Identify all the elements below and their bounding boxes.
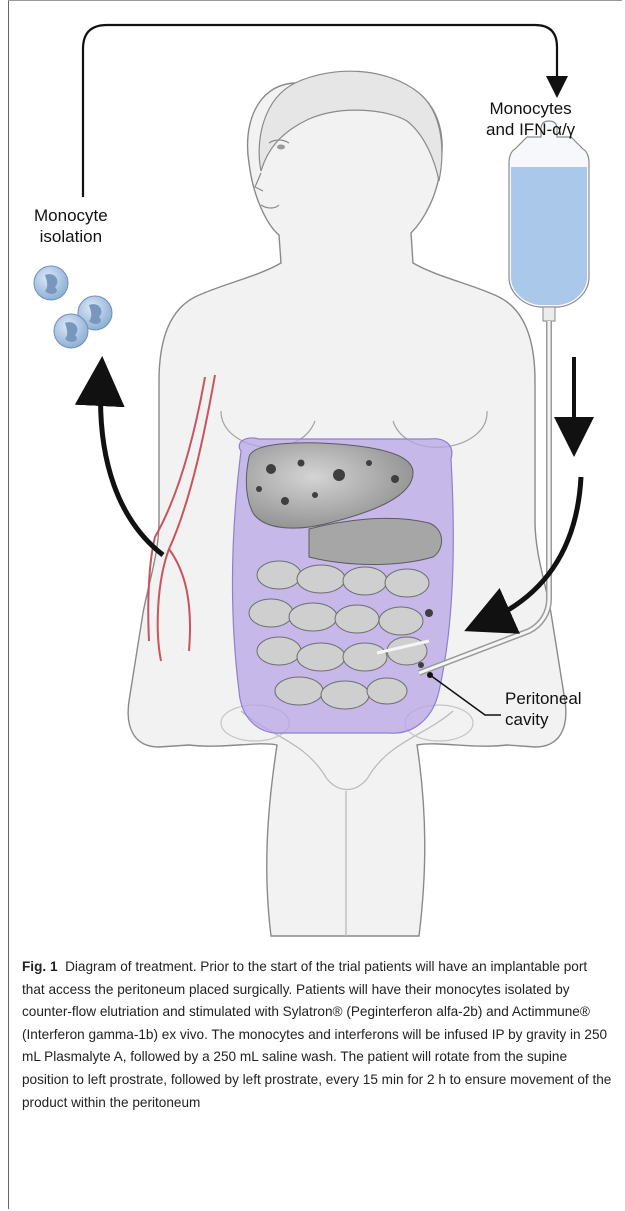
peritoneal-cavity-label: Peritoneal cavity [505, 688, 582, 730]
flow-arrow-icon [101, 381, 163, 555]
caption-text: Diagram of treatment. Prior to the start… [22, 959, 611, 1110]
treatment-illustration [9, 1, 621, 946]
monocytes-ifn-line-1: Monocytes [486, 98, 575, 119]
monocyte-isolation-line-2: isolation [34, 226, 108, 247]
figure-number: Fig. 1 [22, 959, 58, 974]
peritoneal-cavity-region [232, 438, 453, 733]
monocytes-ifn-line-2: and IFN-α/γ [486, 119, 575, 140]
peritoneal-cavity-line-1: Peritoneal [505, 688, 582, 709]
figure-caption: Fig. 1 Diagram of treatment. Prior to th… [22, 956, 612, 1114]
monocyte-isolation-line-1: Monocyte [34, 205, 108, 226]
peritoneal-cavity-line-2: cavity [505, 709, 582, 730]
monocyte-isolation-label: Monocyte isolation [34, 205, 108, 247]
monocytes-ifn-label: Monocytes and IFN-α/γ [486, 98, 575, 140]
monocyte-cell-icon [34, 266, 112, 348]
